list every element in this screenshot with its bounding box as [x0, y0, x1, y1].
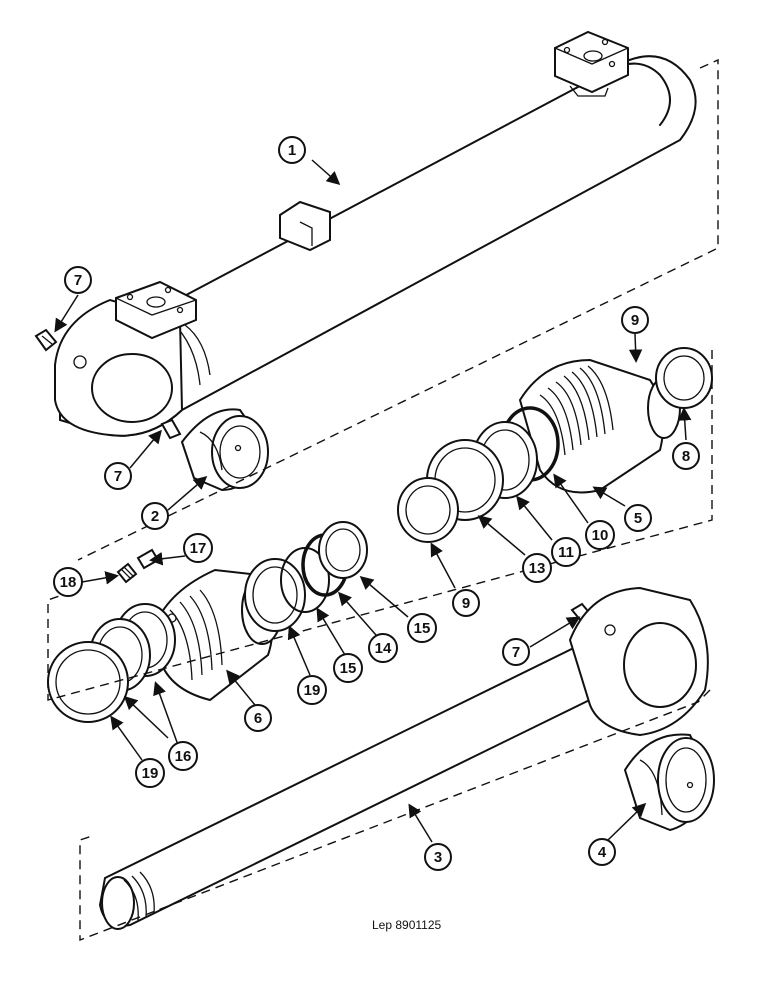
svg-text:14: 14 [375, 640, 392, 657]
rod-pin-bushing [623, 733, 715, 832]
svg-text:19: 19 [304, 682, 321, 699]
piston-rod [98, 586, 709, 930]
callout-7-rod: 7 [502, 638, 530, 666]
svg-text:19: 19 [142, 765, 159, 782]
grease-nipple-piston [160, 418, 182, 440]
callout-leaders [54, 159, 692, 843]
callout-7-piston-pin: 7 [104, 462, 132, 490]
callout-2: 2 [141, 502, 169, 530]
svg-text:1: 1 [288, 142, 296, 159]
gland-wiper-ring [655, 347, 713, 409]
svg-text:7: 7 [512, 644, 520, 661]
piston-seal-19-front [244, 558, 306, 632]
callout-1: 1 [278, 136, 306, 164]
svg-text:18: 18 [60, 574, 77, 591]
callout-4: 4 [588, 838, 616, 866]
callout-9-gland: 9 [621, 306, 649, 334]
callout-16: 16 [168, 741, 198, 771]
callout-7-rear: 7 [64, 266, 92, 294]
svg-text:5: 5 [634, 510, 642, 527]
svg-text:10: 10 [592, 527, 609, 544]
callout-8: 8 [672, 442, 700, 470]
svg-text:8: 8 [682, 448, 690, 465]
callout-11: 11 [551, 537, 581, 567]
svg-text:9: 9 [462, 595, 470, 612]
set-screw-18 [116, 562, 138, 584]
barrel-pin-bushing [180, 408, 270, 492]
callout-15-left: 15 [333, 653, 363, 683]
callout-13: 13 [522, 553, 552, 583]
callout-19-rear: 19 [135, 758, 165, 788]
svg-text:6: 6 [254, 710, 262, 727]
svg-text:7: 7 [114, 468, 122, 485]
assembly-guide-lines [47, 58, 719, 942]
svg-text:11: 11 [558, 544, 574, 561]
cylinder-barrel [54, 30, 697, 437]
callout-5: 5 [624, 504, 652, 532]
piston-seal-15-b [318, 521, 368, 579]
callout-18: 18 [53, 567, 83, 597]
svg-text:3: 3 [434, 849, 442, 866]
svg-text:2: 2 [151, 508, 159, 525]
svg-text:4: 4 [598, 844, 607, 861]
svg-text:17: 17 [190, 540, 207, 557]
callout-14: 14 [368, 633, 398, 663]
gland-bearing-ring-9 [397, 477, 459, 543]
grease-nipple-rear [34, 328, 58, 352]
callout-3: 3 [424, 843, 452, 871]
svg-text:15: 15 [414, 620, 431, 637]
callout-10: 10 [585, 520, 615, 550]
svg-text:15: 15 [340, 660, 357, 677]
svg-text:16: 16 [175, 748, 192, 765]
callout-17: 17 [183, 533, 213, 563]
drawing-reference-label: Lep 8901125 [372, 918, 442, 932]
callout-9-bearing: 9 [452, 589, 480, 617]
callout-19-front: 19 [297, 675, 327, 705]
svg-text:13: 13 [529, 560, 546, 577]
svg-text:9: 9 [631, 312, 639, 329]
svg-text:7: 7 [74, 272, 82, 289]
callout-15-right: 15 [407, 613, 437, 643]
callout-6: 6 [244, 704, 272, 732]
